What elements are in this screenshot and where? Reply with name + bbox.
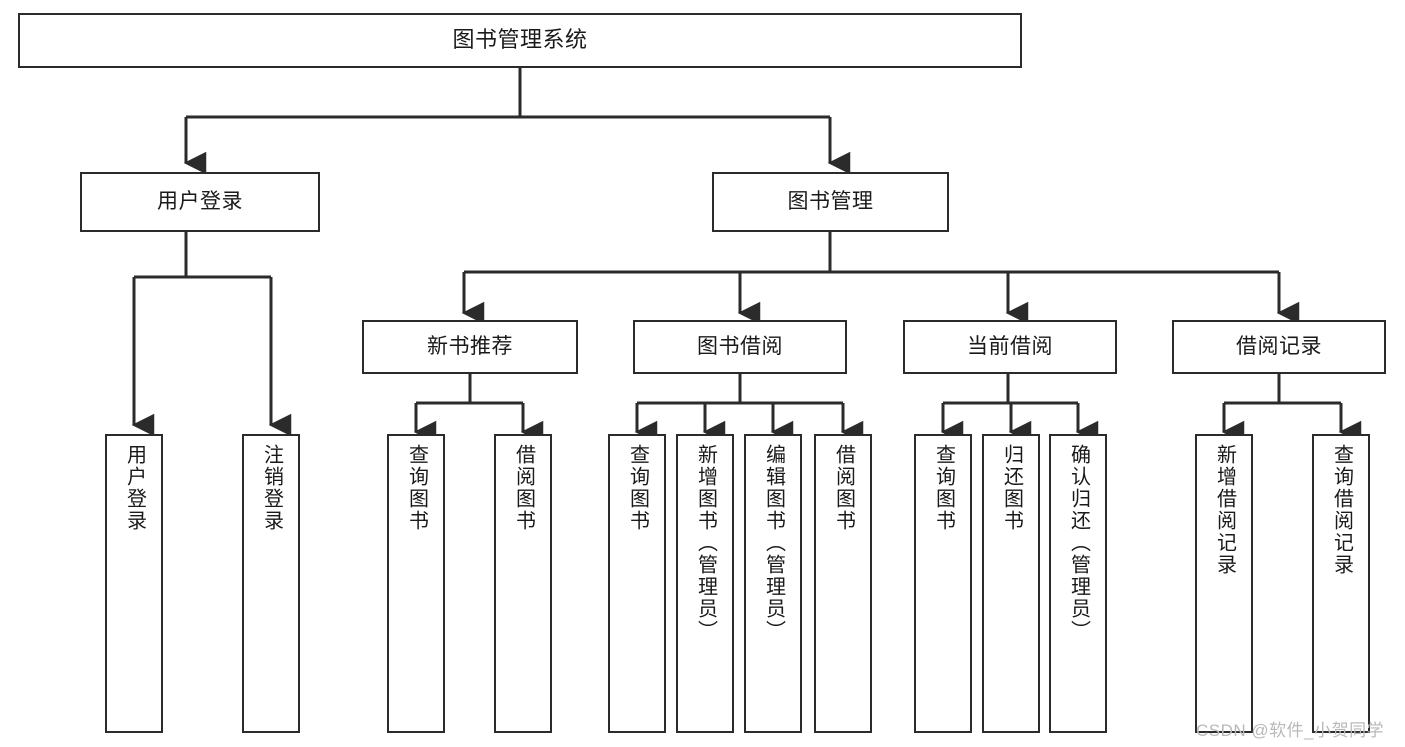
leaf-return-books[interactable]: 归还图书 xyxy=(982,434,1040,733)
node-label: 借阅图书 xyxy=(832,444,855,532)
leaf-query-borrow-record[interactable]: 查询借阅记录 xyxy=(1312,434,1370,733)
node-label: 归还图书 xyxy=(1000,444,1023,532)
watermark-text: CSDN @软件_小贺同学 xyxy=(1196,721,1385,740)
node-label: 用户登录 xyxy=(123,444,146,532)
node-label: 新增图书（管理员） xyxy=(694,444,717,642)
leaf-query-books-borrow[interactable]: 查询图书 xyxy=(608,434,666,733)
node-label: 查询图书 xyxy=(626,444,649,532)
node-label: 当前借阅 xyxy=(967,335,1053,359)
node-book-management[interactable]: 图书管理 xyxy=(712,172,949,232)
leaf-query-books-recommend[interactable]: 查询图书 xyxy=(387,434,445,733)
node-root-book-management-system[interactable]: 图书管理系统 xyxy=(18,13,1022,68)
leaf-edit-book-admin[interactable]: 编辑图书（管理员） xyxy=(744,434,802,733)
node-label: 图书管理系统 xyxy=(452,27,588,53)
node-label: 编辑图书（管理员） xyxy=(762,444,785,642)
leaf-query-books-current[interactable]: 查询图书 xyxy=(914,434,972,733)
node-label: 用户登录 xyxy=(157,190,243,214)
node-label: 新增借阅记录 xyxy=(1213,444,1236,576)
node-label: 查询借阅记录 xyxy=(1330,444,1353,576)
node-book-borrowing[interactable]: 图书借阅 xyxy=(633,320,847,374)
leaf-add-borrow-record[interactable]: 新增借阅记录 xyxy=(1195,434,1253,733)
leaf-borrow-books-recommend[interactable]: 借阅图书 xyxy=(494,434,552,733)
leaf-add-book-admin[interactable]: 新增图书（管理员） xyxy=(676,434,734,733)
leaf-borrow-books[interactable]: 借阅图书 xyxy=(814,434,872,733)
node-label: 查询图书 xyxy=(932,444,955,532)
node-new-book-recommendation[interactable]: 新书推荐 xyxy=(362,320,578,374)
node-label: 查询图书 xyxy=(405,444,428,532)
leaf-user-login[interactable]: 用户登录 xyxy=(105,434,163,733)
leaf-logout[interactable]: 注销登录 xyxy=(242,434,300,733)
node-label: 新书推荐 xyxy=(427,335,513,359)
leaf-confirm-return-admin[interactable]: 确认归还（管理员） xyxy=(1049,434,1107,733)
node-current-borrowing[interactable]: 当前借阅 xyxy=(903,320,1117,374)
node-label: 借阅图书 xyxy=(512,444,535,532)
node-label: 确认归还（管理员） xyxy=(1067,444,1090,642)
node-label: 注销登录 xyxy=(260,444,283,532)
node-borrow-records[interactable]: 借阅记录 xyxy=(1172,320,1386,374)
node-label: 图书借阅 xyxy=(697,335,783,359)
node-user-login[interactable]: 用户登录 xyxy=(80,172,320,232)
node-label: 图书管理 xyxy=(787,190,874,214)
node-label: 借阅记录 xyxy=(1236,335,1322,359)
